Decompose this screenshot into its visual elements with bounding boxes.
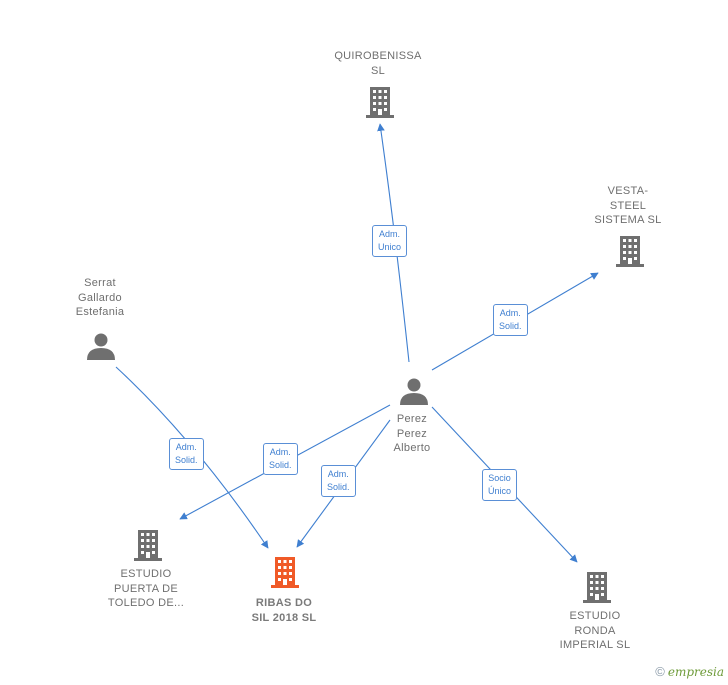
copyright-symbol: © bbox=[655, 664, 665, 679]
edge-label-serrat-ribas: Adm. Solid. bbox=[169, 438, 204, 470]
node-label-quirobenissa[interactable]: QUIROBENISSA SL bbox=[334, 50, 422, 77]
node-label-perez[interactable]: Perez Perez Alberto bbox=[393, 413, 431, 454]
edge-label-perez-ribas: Adm. Solid. bbox=[321, 465, 356, 497]
edge-label-perez-ronda: Socio Único bbox=[482, 469, 518, 501]
building-icon[interactable] bbox=[614, 234, 646, 268]
building-icon[interactable] bbox=[581, 570, 613, 604]
footer-brand: ©empresia bbox=[655, 664, 724, 679]
node-label-estudio-ronda[interactable]: ESTUDIO RONDA IMPERIAL SL bbox=[559, 610, 631, 651]
node-label-estudio-toledo[interactable]: ESTUDIO PUERTA DE TOLEDO DE... bbox=[107, 568, 185, 609]
edge-label-perez-quirobenissa: Adm. Unico bbox=[372, 225, 408, 257]
node-label-ribas-do-sil[interactable]: RIBAS DO SIL 2018 SL bbox=[251, 597, 317, 624]
building-icon[interactable] bbox=[132, 528, 164, 562]
building-icon[interactable] bbox=[269, 555, 301, 589]
person-icon[interactable] bbox=[86, 332, 116, 360]
person-icon[interactable] bbox=[399, 377, 429, 405]
edge-label-perez-toledo: Adm. Solid. bbox=[263, 443, 298, 475]
brand-logo: empresia bbox=[667, 665, 724, 679]
node-label-serrat[interactable]: Serrat Gallardo Estefania bbox=[75, 277, 125, 318]
edge-label-perez-vesta: Adm. Solid. bbox=[493, 304, 528, 336]
building-icon[interactable] bbox=[364, 85, 396, 119]
node-label-vesta-steel[interactable]: VESTA- STEEL SISTEMA SL bbox=[594, 185, 662, 226]
